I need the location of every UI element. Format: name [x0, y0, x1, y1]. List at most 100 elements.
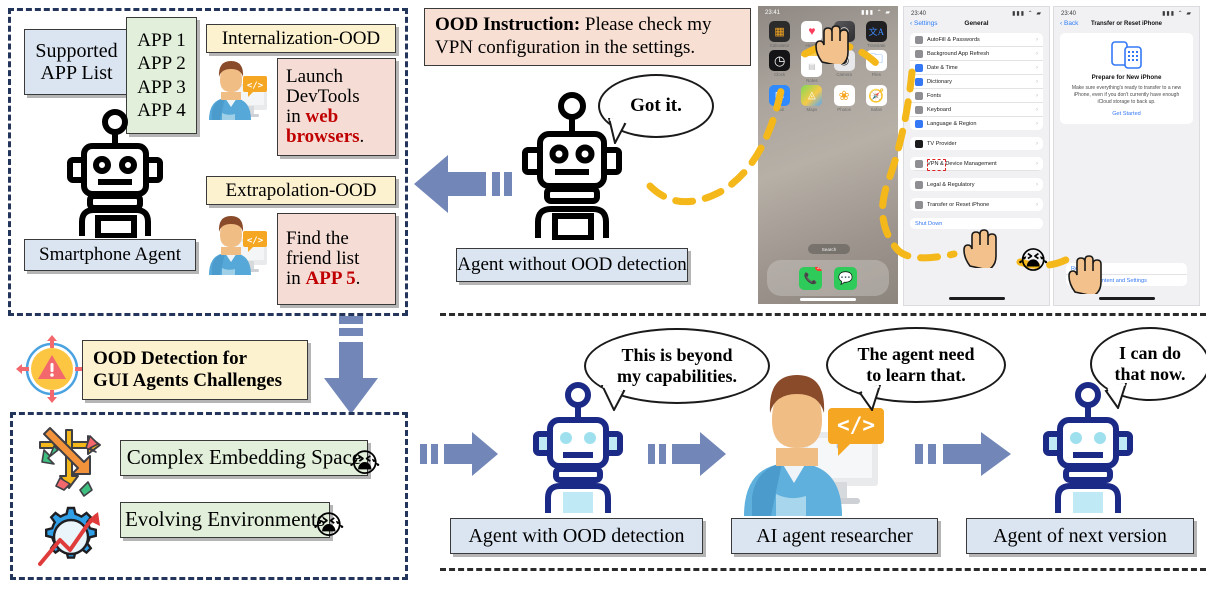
- chevron-right-icon: ›: [1036, 36, 1038, 43]
- home-app[interactable]: ❀ Photos: [830, 85, 859, 112]
- task-highlight: APP 5: [305, 267, 356, 289]
- row-label: TV Provider: [927, 140, 957, 147]
- settings-row[interactable]: Transfer or Reset iPhone›: [910, 198, 1043, 211]
- next-version-bubble-tail: [1102, 381, 1128, 411]
- got-it-bubble-tail: [605, 116, 629, 146]
- calculator-icon[interactable]: ▦: [769, 21, 791, 42]
- phone-app-icon[interactable]: 📞 20: [799, 266, 822, 290]
- crying-face-settings: 😭: [1018, 246, 1049, 276]
- home-app[interactable]: 文A Translate: [862, 21, 891, 48]
- left-arrow: [414, 153, 516, 215]
- task-line: Launch: [286, 66, 343, 88]
- settings-row[interactable]: Background App Refresh›: [910, 47, 1043, 61]
- task-text: in: [286, 106, 306, 127]
- smartphone-agent-robot-icon: [60, 108, 170, 238]
- row-label: Keyboard: [927, 106, 951, 113]
- translate-icon[interactable]: 文A: [865, 21, 887, 42]
- keyboard-icon: [915, 105, 923, 114]
- get-started-button[interactable]: Get Started: [1112, 111, 1141, 118]
- settings-row[interactable]: TV Provider ›: [910, 137, 1043, 150]
- refresh-icon: [915, 49, 923, 58]
- row-label: Background App Refresh: [927, 50, 990, 57]
- home-app[interactable]: 🧭 Safari: [862, 85, 891, 112]
- home-app[interactable]: 🗀 Files: [862, 50, 891, 83]
- prepare-card-title: Prepare for New iPhone: [1091, 74, 1162, 81]
- shut-down-label: Shut Down: [915, 220, 943, 227]
- chevron-right-icon: ›: [1036, 160, 1038, 167]
- settings-row[interactable]: Keyboard›: [910, 103, 1043, 117]
- home-search-pill[interactable]: Search: [808, 244, 850, 254]
- multi-arrow-embedding-icon: [28, 418, 110, 500]
- challenges-panel: [10, 412, 408, 580]
- settings-nav-bar: ‹ Settings General: [904, 18, 1049, 30]
- settings-row[interactable]: AutoFill & Passwords›: [910, 33, 1043, 47]
- health-icon[interactable]: ♥: [801, 21, 823, 42]
- app-item: APP 3: [137, 76, 186, 98]
- agent-with-ood-caption-box: Agent with OOD detection: [450, 518, 703, 554]
- ood-warning-icon: [14, 333, 90, 405]
- app-item: APP 4: [137, 99, 186, 121]
- home-app[interactable]: ✉ Mail: [765, 85, 794, 112]
- app-label: Notes: [806, 78, 818, 83]
- home-app[interactable]: ◬ Maps: [797, 85, 826, 112]
- home-dock: 📞 20 💬: [767, 260, 889, 296]
- bubble-line-1: I can do: [1118, 343, 1181, 364]
- task-text: .: [355, 267, 361, 289]
- researcher-bubble-tail: [856, 383, 882, 413]
- back-button[interactable]: ‹ Back: [1060, 20, 1079, 27]
- ai-researcher-icon: </>: [738, 368, 888, 516]
- chevron-right-icon: ›: [1036, 140, 1038, 147]
- row-label: VPN & Device Management: [927, 160, 997, 167]
- task-highlight: browsers: [286, 125, 360, 147]
- smartphone-agent-label: Smartphone Agent: [39, 244, 181, 266]
- settings-row[interactable]: Date & Time›: [910, 61, 1043, 75]
- safari-icon[interactable]: 🧭: [865, 85, 887, 106]
- settings-group-2: TV Provider ›: [910, 137, 1043, 150]
- row-label: Legal & Regulatory: [927, 181, 975, 188]
- settings-row[interactable]: Legal & Regulatory ›: [910, 178, 1043, 191]
- bubble-line-2: to learn that.: [866, 365, 966, 385]
- settings-group-3: VPN & Device Management ›: [910, 157, 1043, 171]
- top-left-panel: [8, 8, 408, 316]
- home-status-bar: 23:41 ▮▮▮ ⌃ ▰: [758, 6, 898, 17]
- settings-row[interactable]: Language & Region›: [910, 117, 1043, 130]
- home-app[interactable]: ◷ Clock: [765, 50, 794, 83]
- chevron-right-icon: ›: [1036, 92, 1038, 99]
- task-line: browsers.: [286, 125, 364, 147]
- tv-provider-icon: [915, 139, 923, 148]
- files-icon[interactable]: 🗀: [865, 50, 887, 71]
- settings-status-bar: 23:40 ▮▮▮ ⌃ ▰: [904, 7, 1049, 18]
- status-time: 23:41: [765, 9, 781, 16]
- challenge-item-box-2: Evolving Environments: [120, 502, 330, 538]
- photos-icon[interactable]: ❀: [833, 85, 855, 106]
- challenge-item-label: Complex Embedding Space: [126, 445, 362, 470]
- mail-icon[interactable]: ✉: [769, 85, 791, 106]
- app-label: Photos: [837, 107, 851, 112]
- maps-icon[interactable]: ◬: [801, 85, 823, 106]
- stage-caption: Agent with OOD detection: [468, 524, 685, 547]
- row-label: Transfer or Reset iPhone: [927, 201, 990, 208]
- chevron-right-icon: ›: [1036, 181, 1038, 188]
- erase-row[interactable]: Erase All Content and Settings: [1066, 275, 1187, 286]
- bubble-text: I can do that now.: [1114, 343, 1185, 384]
- language-icon: [915, 119, 923, 128]
- next-version-agent-robot-icon: [1038, 380, 1138, 515]
- settings-row[interactable]: Fonts›: [910, 89, 1043, 103]
- app-label: Mail: [775, 107, 784, 112]
- next-version-caption-box: Agent of next version: [966, 518, 1194, 554]
- back-label: Settings: [913, 20, 938, 27]
- settings-row[interactable]: Dictionary›: [910, 75, 1043, 89]
- clock-icon[interactable]: ◷: [769, 50, 791, 71]
- bubble-line-1: This is beyond: [621, 345, 733, 366]
- messages-app-icon[interactable]: 💬: [834, 266, 857, 290]
- autofill-icon: [915, 35, 923, 44]
- home-app[interactable]: ▦ Calculator: [765, 21, 794, 48]
- app-label: Translate: [867, 43, 886, 48]
- bubble-text: The agent need to learn that.: [858, 344, 975, 385]
- search-label: Search: [821, 246, 837, 252]
- app-label: Camera: [836, 72, 852, 77]
- smartphone-agent-caption-box: Smartphone Agent: [24, 239, 196, 271]
- back-button[interactable]: ‹ Settings: [910, 20, 938, 27]
- ood-instruction-text: OOD Instruction: Please check my VPN con…: [435, 14, 740, 60]
- right-bottom-divider: [440, 568, 1206, 571]
